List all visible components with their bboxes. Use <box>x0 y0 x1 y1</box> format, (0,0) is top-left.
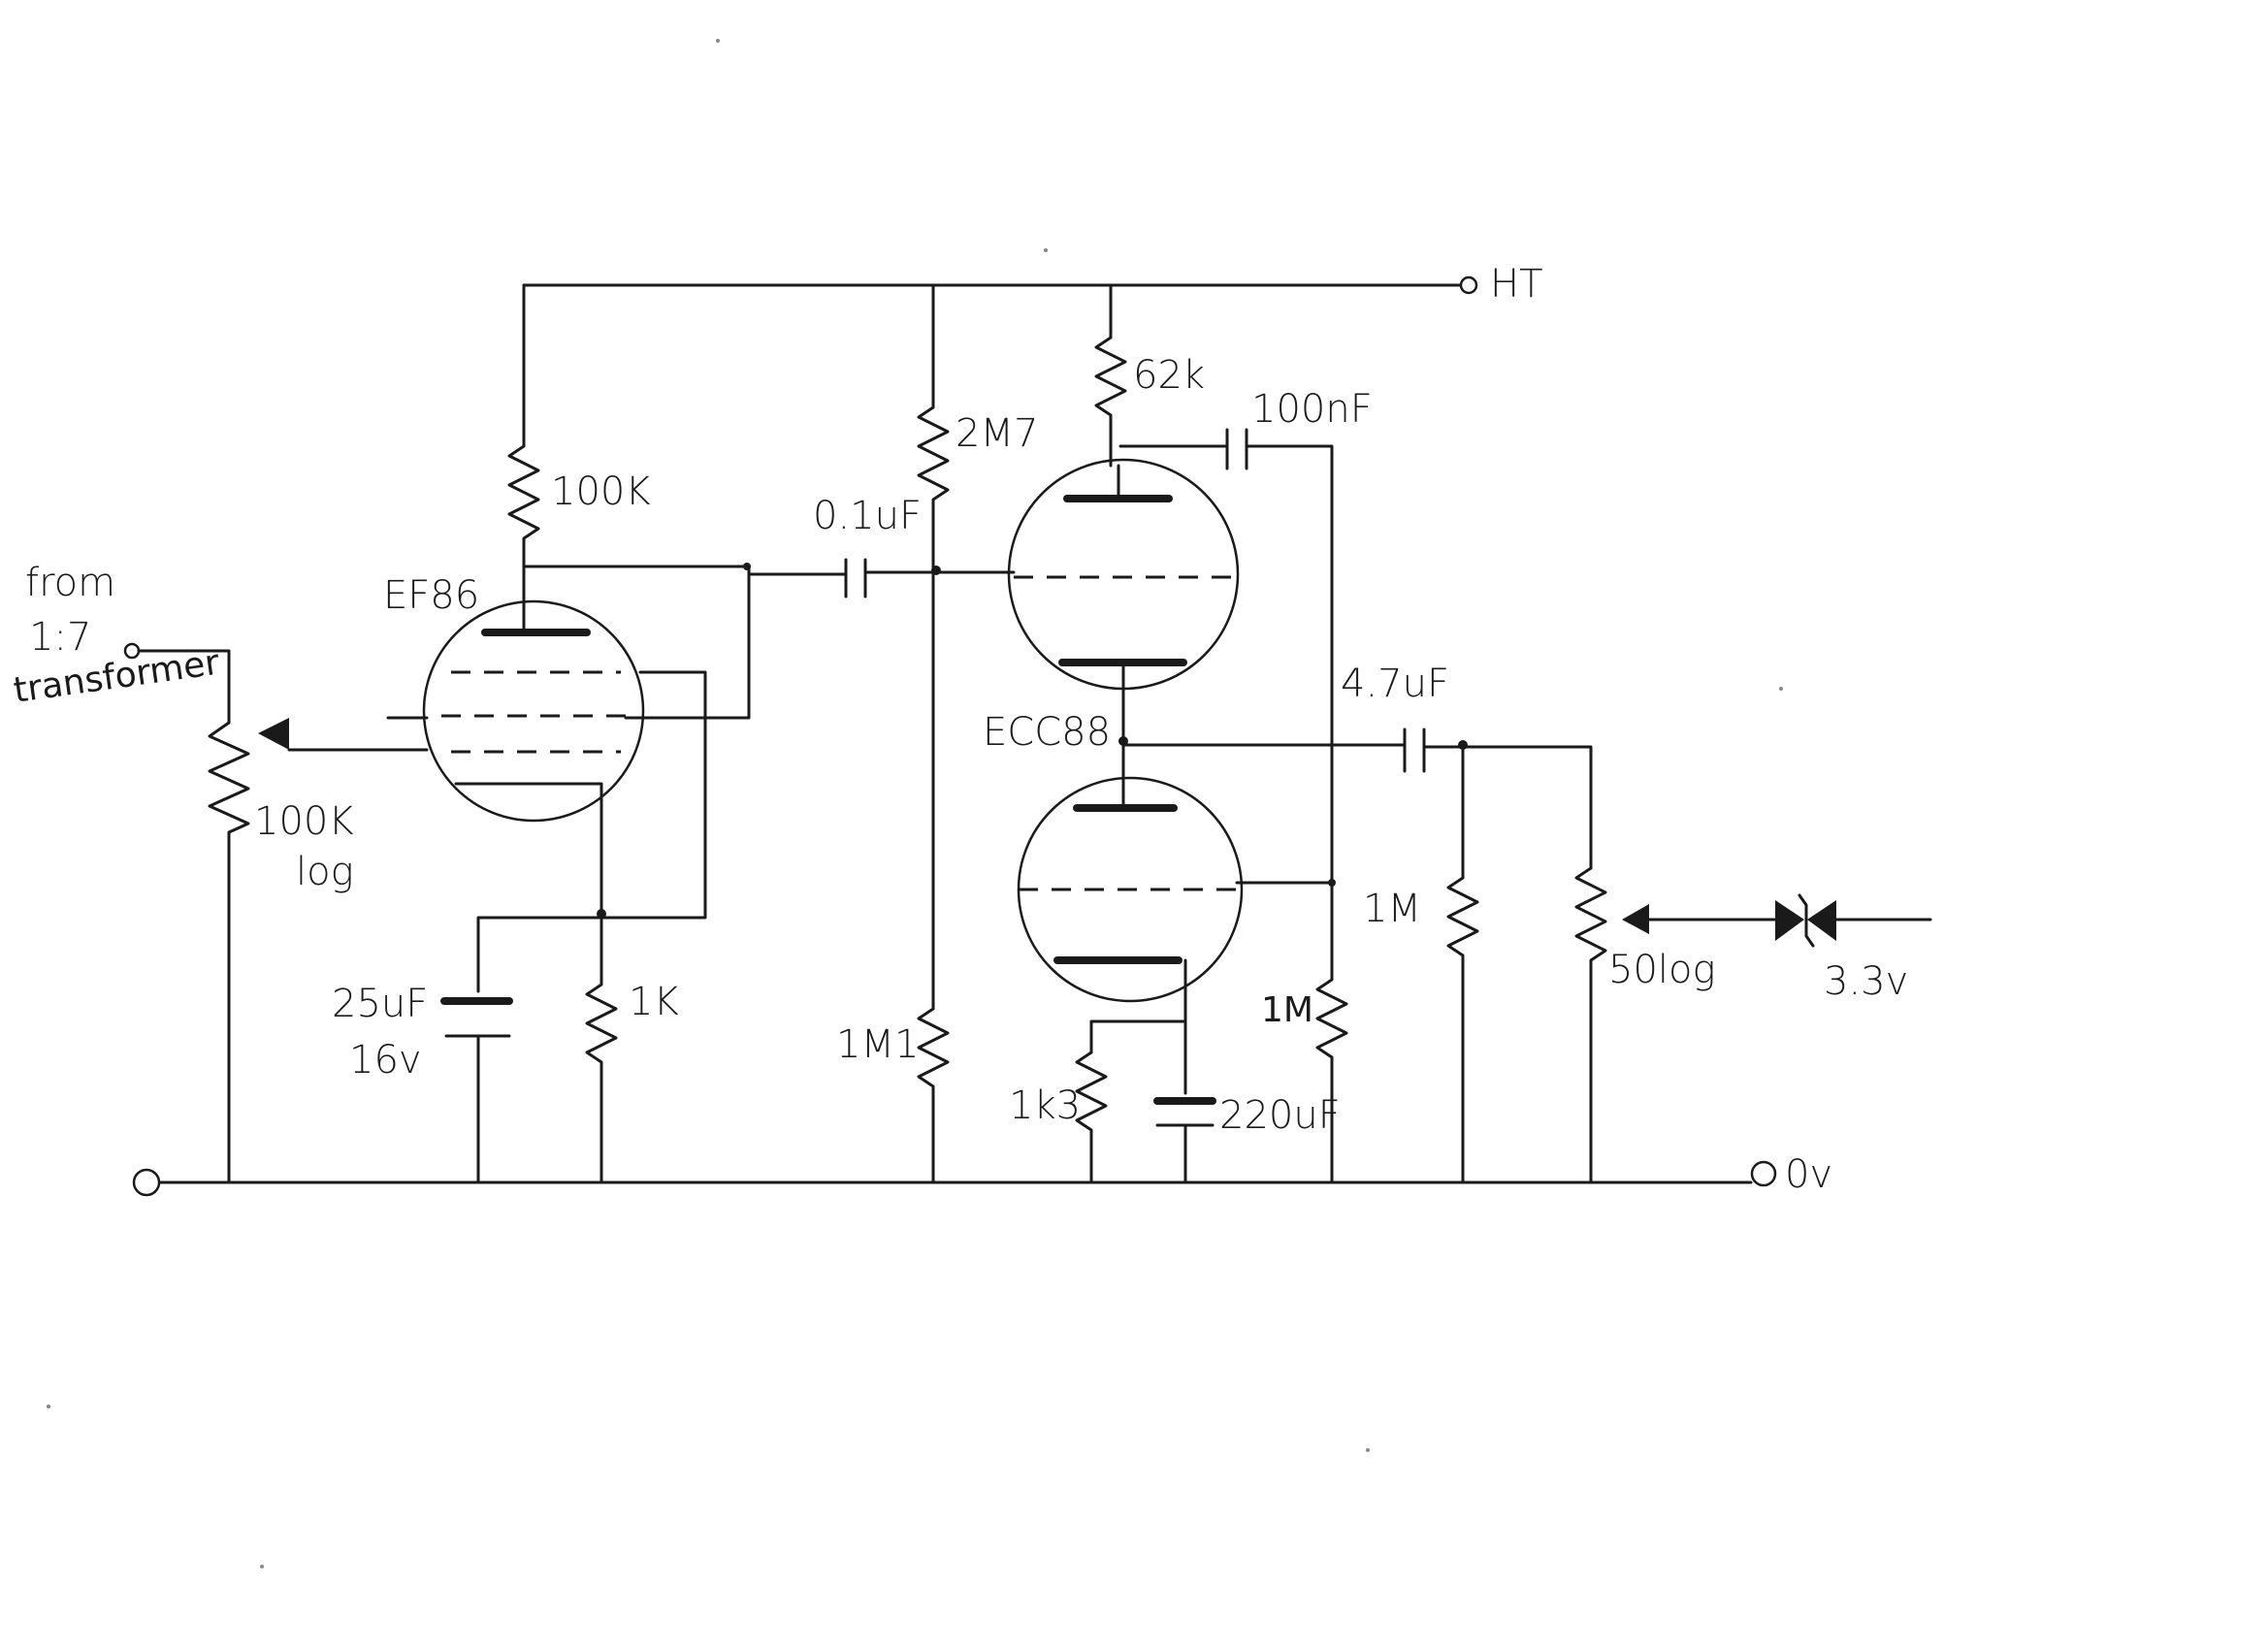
ecc88-upper-triode <box>934 458 1240 744</box>
input-potentiometer: 100K log <box>208 718 429 1184</box>
grid-resistor-1m: 1M <box>1261 968 1348 1184</box>
zener-value: 3.3v <box>1824 959 1908 1004</box>
coupling-capacitor: 0.1uF <box>813 494 1011 598</box>
plate-cap-value: 100nF <box>1251 387 1373 432</box>
ef86-cathode-capacitor: 25uF 16v <box>332 982 513 1184</box>
ef86-cathode-network: 1K <box>476 909 679 1184</box>
grid-resistor-value: 1M <box>1261 990 1313 1030</box>
output-resistor-1m: 1M <box>1363 876 1479 1184</box>
ecc88-cathode-network: 1k3 220uF <box>1009 958 1341 1184</box>
output-coupling: 4.7uF <box>1118 662 1593 880</box>
ht-rail: HT <box>522 262 1543 307</box>
ecc88-label: ECC88 <box>983 710 1111 755</box>
divider-bottom-value: 1M1 <box>836 1022 919 1067</box>
input-pot-value: 100K <box>254 799 354 844</box>
divider-top-value: 2M7 <box>956 411 1038 456</box>
ef86-plate-resistor-value: 100K <box>551 469 651 514</box>
ground-label: 0v <box>1785 1152 1832 1197</box>
ecc88-lower-triode: ECC88 <box>983 710 1336 1003</box>
ground-rail: 0v <box>132 1152 1832 1197</box>
input-label-line2: 1:7 <box>29 615 91 660</box>
ecc88-plate-resistor: 62k <box>1094 283 1205 468</box>
input-label-line1: from <box>25 561 115 605</box>
lower-cathode-cap-value: 220uF <box>1219 1093 1341 1138</box>
ef86-tube: EF86 <box>383 561 707 920</box>
input-pot-taper: log <box>296 850 354 894</box>
lower-cathode-resistor-value: 1k3 <box>1009 1083 1081 1128</box>
misc-wiring <box>931 283 1113 409</box>
coupling-cap-value: 0.1uF <box>813 494 922 538</box>
cathode-cap-voltage: 16v <box>349 1038 422 1083</box>
ef86-label: EF86 <box>383 573 479 618</box>
output-potentiometer: 50log <box>1574 866 1777 1184</box>
plate-capacitor: 100nF <box>1118 387 1373 972</box>
output-cap-value: 4.7uF <box>1341 662 1449 706</box>
scan-specks <box>47 39 1783 1568</box>
ef86-plate-resistor: 100K <box>507 283 651 632</box>
zener-diode: 3.3v <box>1773 893 1932 1004</box>
output-pot-value: 50log <box>1608 948 1716 992</box>
ef86-plate-wiring <box>522 563 848 720</box>
output-resistor-value: 1M <box>1363 887 1421 931</box>
cathode-cap-value: 25uF <box>332 982 428 1026</box>
ef86-cathode-resistor-value: 1K <box>629 980 679 1024</box>
ecc88-plate-resistor-value: 62k <box>1133 353 1205 398</box>
ht-label: HT <box>1490 262 1543 307</box>
input-terminal: from 1:7 transformer <box>12 561 231 725</box>
bias-divider: 2M7 1M1 <box>836 283 1038 1184</box>
